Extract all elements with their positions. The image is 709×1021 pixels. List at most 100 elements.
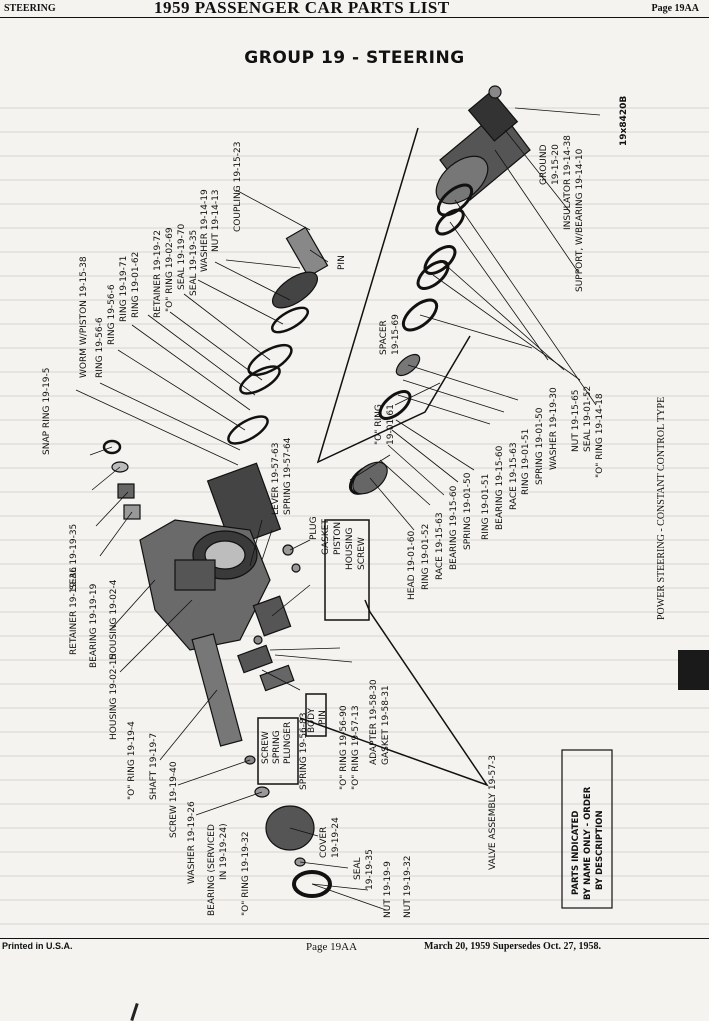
label-worm: WORM W/PISTON 19-15-38 xyxy=(79,256,89,378)
parts-note-box: PARTS INDICATED BY NAME ONLY - ORDER BY … xyxy=(561,749,613,909)
label-body: BODY xyxy=(307,707,317,733)
label-bearing-serviced-2: IN 19-19-24) xyxy=(219,823,229,880)
label-spacer-num: 19-15-69 xyxy=(391,314,401,355)
label-retainer-19-19-72: RETAINER 19-19-72 xyxy=(153,230,163,318)
label-race-19-15-63a: RACE 19-15-63 xyxy=(509,442,519,510)
label-bearing-19-19-19: BEARING 19-19-19 xyxy=(89,583,99,668)
footer-page-number: Page 19AA xyxy=(306,941,358,953)
worm-piston-part xyxy=(206,462,282,548)
label-piston: PISTON xyxy=(333,522,343,555)
section-tab-marker xyxy=(678,650,709,690)
label-washer-19-19-26: WASHER 19-19-26 xyxy=(187,801,197,884)
label-cover: COVER xyxy=(319,827,329,858)
label-housing-19-02-4: HOUSING 19-02-4 xyxy=(109,579,119,660)
race-part xyxy=(401,298,439,332)
label-spring-s: SPRING xyxy=(272,730,282,764)
label-seal-19-19-35c-num: 19-19-35 xyxy=(365,849,375,890)
group-title: GROUP 19 - STEERING xyxy=(244,48,465,68)
label-gasket: GASKET xyxy=(321,519,331,555)
label-ring-19-19-71: RING 19-19-71 xyxy=(119,256,129,322)
label-seal-19-19-35b: SEAL 19-19-35 xyxy=(69,524,79,590)
upper-bracket-line xyxy=(316,127,471,464)
label-nut-19-15-65: NUT 19-15-65 xyxy=(571,389,581,452)
label-pin: PIN xyxy=(337,255,347,270)
label-screw-19-19-40: SCREW 19-19-40 xyxy=(169,761,179,838)
washer-part xyxy=(423,245,457,275)
footer-date: March 20, 1959 Supersedes Oct. 27, 1958. xyxy=(424,941,602,952)
seal-part xyxy=(435,208,465,236)
ring-part xyxy=(416,260,450,290)
note-line-1: PARTS INDICATED xyxy=(571,811,581,895)
label-screw-s: SCREW xyxy=(261,731,271,764)
label-o-ring-19-01-61b: 19-01-61 xyxy=(386,404,396,445)
footer-rule xyxy=(0,938,709,939)
label-spring-19-57-64: SPRING 19-57-64 xyxy=(283,437,293,515)
label-spacer: SPACER xyxy=(379,320,389,355)
label-ring-19-01-52: RING 19-01-52 xyxy=(421,524,431,590)
label-adapter: ADAPTER 19-58-30 xyxy=(369,679,379,765)
label-valve-assembly: VALVE ASSEMBLY 19-57-3 xyxy=(488,755,498,870)
label-o-ring-19-01-61a: "O" RING xyxy=(374,404,384,445)
label-snap-ring: SNAP RING 19-19-5 xyxy=(42,368,52,456)
label-ground-num: 19-15-20 xyxy=(551,144,561,185)
label-gasket-19-58-31: GASKET 19-58-31 xyxy=(381,685,391,765)
valve-parts-box xyxy=(324,519,370,621)
label-plunger: PLUNGER xyxy=(283,722,293,764)
label-o-ring-19-19-4: "O" RING 19-19-4 xyxy=(127,721,137,800)
label-o-ring-19-57-13: "O" RING 19-57-13 xyxy=(351,705,361,790)
support-bearing-part xyxy=(435,85,531,205)
label-bearing-19-15-60b: BEARING 19-15-60 xyxy=(449,485,459,570)
printed-notice: Printed in U.S.A. xyxy=(2,941,73,951)
label-lever: LEVER 19-57-63 xyxy=(271,442,281,515)
side-caption: POWER STEERING - CONSTANT CONTROL TYPE xyxy=(656,397,667,620)
label-ring-19-01-51b: RING 19-01-51 xyxy=(481,474,491,540)
body-pin-box xyxy=(305,693,327,737)
label-bearing-19-15-60a: BEARING 19-15-60 xyxy=(495,445,505,530)
label-race-19-15-63b: RACE 19-15-63 xyxy=(435,512,445,580)
nut-part xyxy=(272,271,318,309)
label-nut-19-19-9: NUT 19-19-9 xyxy=(383,861,393,918)
screw-spring-box xyxy=(257,717,299,785)
note-line-3: BY DESCRIPTION xyxy=(595,810,605,890)
label-ring-19-01-62: RING 19-01-62 xyxy=(131,252,141,318)
label-retainer-19-19-36: RETAINER 19-19-36 xyxy=(69,567,79,655)
label-figure-id: 19x8420B xyxy=(619,96,629,146)
label-housing-19-02-15: HOUSING 19-02-15 xyxy=(109,654,119,740)
label-spring-19-01-50b: SPRING 19-01-50 xyxy=(463,472,473,550)
valve-bracket-line xyxy=(299,599,489,787)
label-seal-19-19-70: SEAL 19-19-70 xyxy=(177,223,187,290)
note-line-2: BY NAME ONLY - ORDER xyxy=(583,786,593,900)
label-washer-19-14-19: WASHER 19-14-19 xyxy=(200,189,210,272)
ring-part-2 xyxy=(378,390,412,420)
steering-housing-part xyxy=(139,519,271,651)
label-housing-v: HOUSING xyxy=(345,527,355,570)
o-ring-part xyxy=(436,183,474,217)
label-seal-19-19-35c: SEAL xyxy=(353,857,363,880)
coupling-part xyxy=(285,226,329,278)
label-washer-19-19-30: WASHER 19-19-30 xyxy=(549,387,559,470)
label-ring-19-01-51a: RING 19-01-51 xyxy=(521,429,531,495)
label-plug: PLUG xyxy=(309,516,319,540)
label-nut-19-14-13: NUT 19-14-13 xyxy=(211,189,221,252)
document-title: 1959 PASSENGER CAR PARTS LIST xyxy=(154,0,450,17)
label-spring-19-01-50a: SPRING 19-01-50 xyxy=(535,407,545,485)
header-rule xyxy=(0,17,709,18)
label-nut-19-19-32: NUT 19-19-32 xyxy=(403,855,413,918)
label-o-ring-19-19-32: "O" RING 19-19-32 xyxy=(241,831,251,916)
label-insulator: INSULATOR 19-14-38 xyxy=(563,135,573,230)
label-support: SUPPORT, W/BEARING 19-14-10 xyxy=(575,148,585,292)
label-ground: GROUND xyxy=(539,144,549,185)
page-header: STEERING 1959 PASSENGER CAR PARTS LIST P… xyxy=(4,0,705,18)
label-o-ring-19-56-90: "O" RING 19-56-90 xyxy=(339,705,349,790)
label-ring-19-56-6a: RING 19-56-6 xyxy=(107,284,117,345)
label-spring-19-56-83: SPRING 19-56-83 xyxy=(299,713,309,790)
label-shaft: SHAFT 19-19-7 xyxy=(149,733,159,800)
label-pin-b: PIN xyxy=(318,710,328,725)
label-ring-19-56-6b: RING 19-56-6 xyxy=(95,317,105,378)
label-seal-19-19-35: SEAL 19-19-35 xyxy=(189,230,199,296)
label-bearing-serviced: BEARING (SERVICED xyxy=(207,824,217,916)
label-coupling: COUPLING 19-15-23 xyxy=(233,142,243,232)
label-head: HEAD 19-01-60 xyxy=(407,530,417,600)
